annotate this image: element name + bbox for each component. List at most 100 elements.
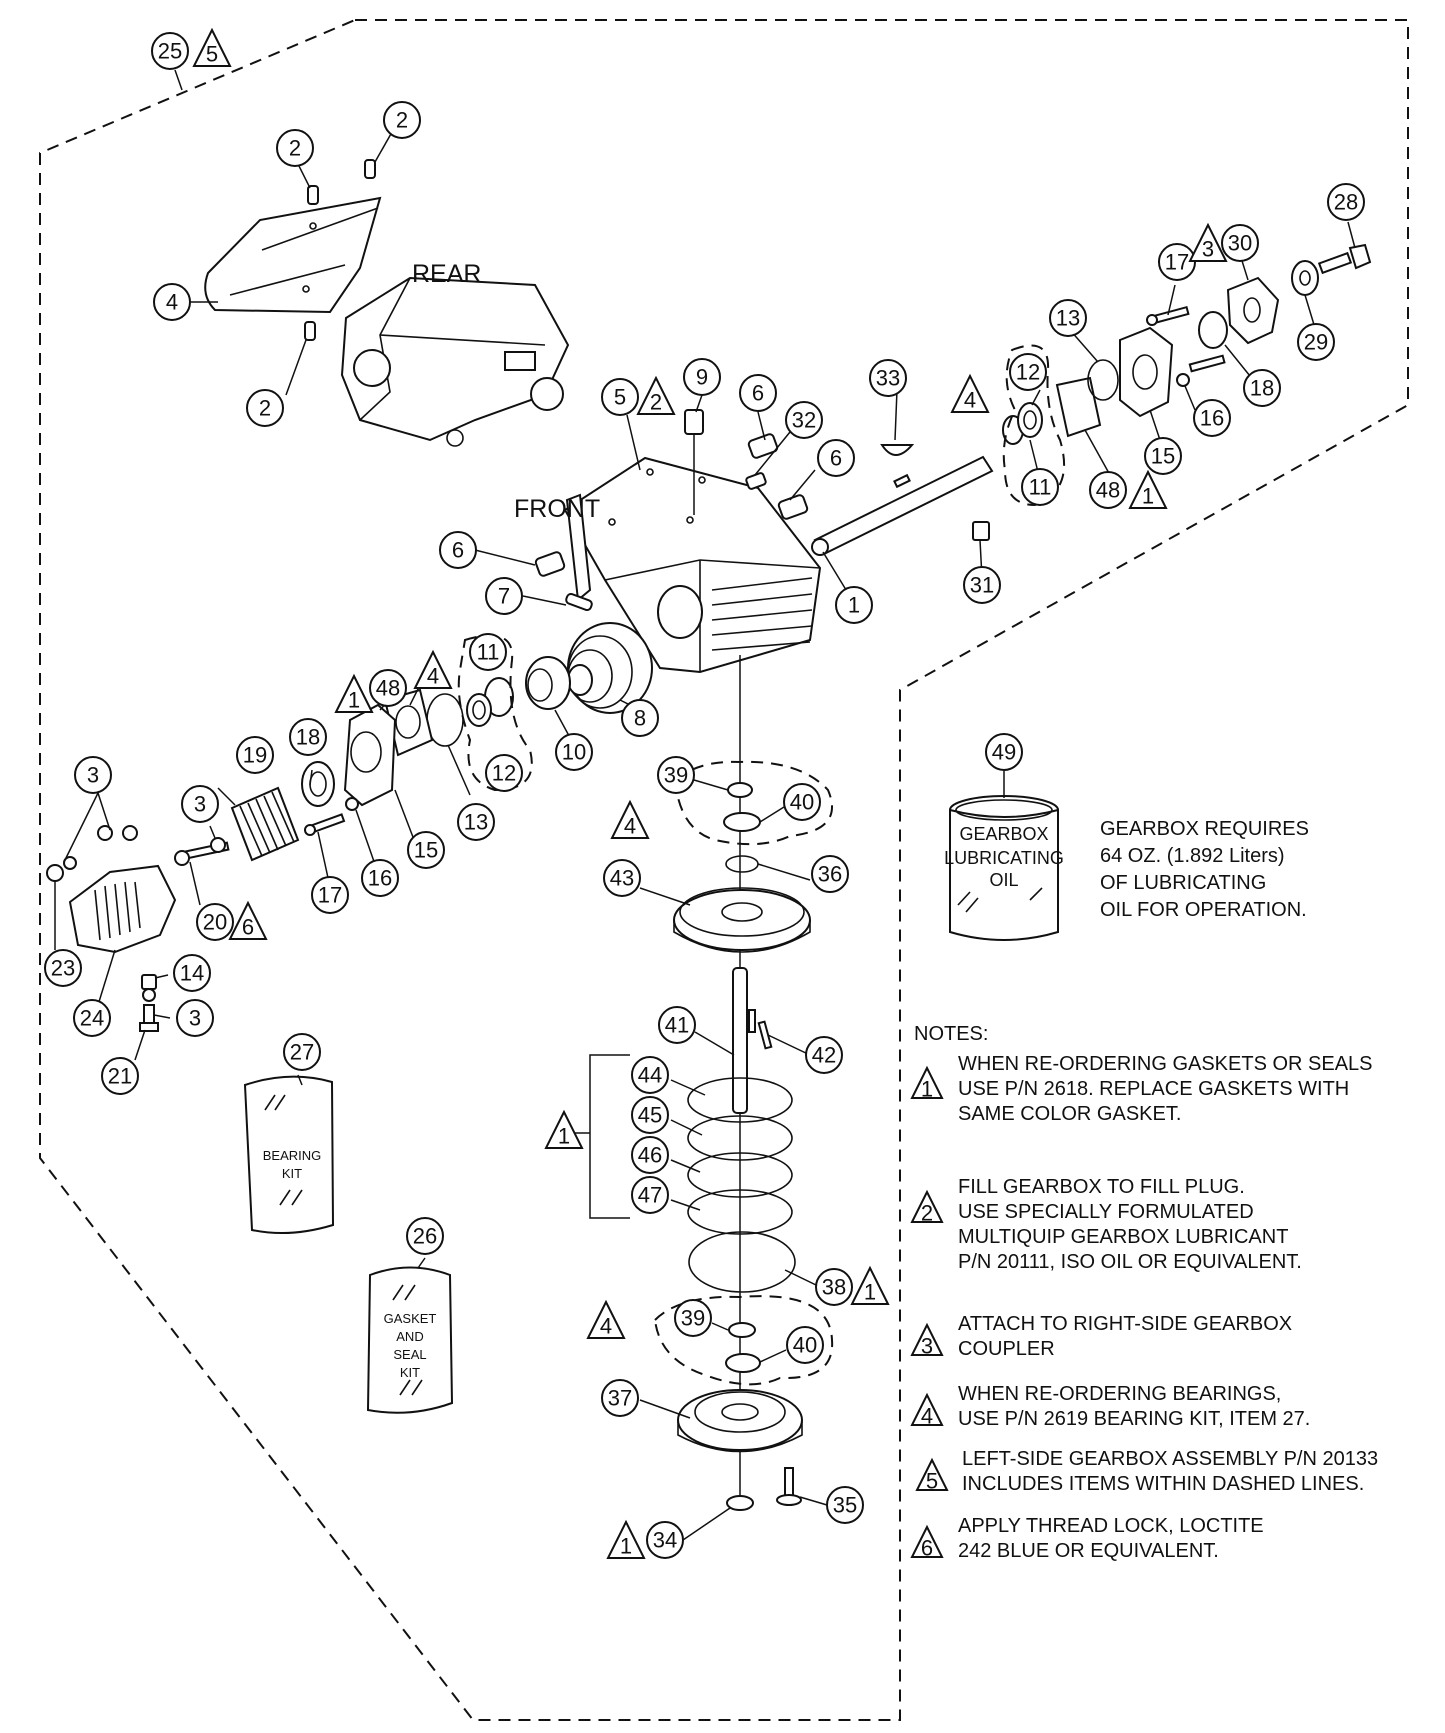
end-cap-part-15-left (343, 703, 397, 807)
callout-17-left: 17 (318, 883, 342, 908)
callout-23: 23 (51, 956, 75, 981)
callout-5: 5 (614, 385, 626, 410)
callout-3-top: 3 (87, 763, 99, 788)
callout-48-left: 48 (376, 676, 400, 701)
washer-part-16-left (345, 797, 359, 811)
triangle-note-1-seal: 1 (620, 1534, 632, 1559)
callout-18-right: 18 (1250, 376, 1274, 401)
svg-text:INCLUDES ITEMS WITHIN DASHED: INCLUDES ITEMS WITHIN DASHED LINES. (962, 1473, 1364, 1495)
callout-2-top-right: 2 (396, 108, 408, 133)
callout-13-left: 13 (464, 810, 488, 835)
svg-text:5: 5 (926, 1469, 938, 1494)
callout-43: 43 (610, 866, 634, 891)
key-part-31 (972, 521, 990, 541)
bolt-part-17-right (1146, 305, 1190, 326)
callout-26: 26 (413, 1224, 437, 1249)
bolt-part-17-left (304, 813, 346, 836)
callout-27: 27 (290, 1040, 314, 1065)
snap-ring-part-36 (725, 855, 759, 873)
callout-45: 45 (638, 1103, 662, 1128)
bearing-cone-left (466, 677, 514, 727)
svg-text:COUPLER: COUPLER (958, 1338, 1055, 1360)
triangle-note-1-right: 1 (1142, 484, 1154, 509)
triangle-note-3: 3 (1202, 237, 1214, 262)
callout-38: 38 (822, 1275, 846, 1300)
svg-text:242 BLUE OR EQUIVALENT.: 242 BLUE OR EQUIVALENT. (958, 1540, 1219, 1562)
bearing-kit-label-line2: KIT (282, 1166, 302, 1181)
triangle-note-2: 2 (650, 390, 662, 415)
callout-20: 20 (203, 910, 227, 935)
callout-33: 33 (876, 366, 900, 391)
bearing-cup-part-40-bottom (725, 1353, 761, 1373)
svg-text:USE P/N 2618. REPLACE GASKETS: USE P/N 2618. REPLACE GASKETS WITH (958, 1078, 1349, 1100)
callout-42: 42 (812, 1043, 836, 1068)
oil-can-label-line3: OIL (989, 870, 1018, 890)
callout-24: 24 (80, 1006, 104, 1031)
grease-fitting-part-2 (304, 159, 376, 341)
bolt-part-16-right (1176, 354, 1226, 387)
svg-text:FILL GEARBOX TO FILL PLUG.: FILL GEARBOX TO FILL PLUG. (958, 1176, 1245, 1198)
callout-6-front: 6 (452, 538, 464, 563)
triangle-note-1-oring: 1 (864, 1280, 876, 1305)
callout-40-bottom: 40 (793, 1333, 817, 1358)
callout-17-right: 17 (1165, 250, 1189, 275)
assembly-dashed-boundary (39, 19, 1409, 1721)
washer-part-29 (1291, 260, 1319, 296)
screw-part-35 (776, 1467, 802, 1506)
triangle-note-4-right: 4 (964, 388, 976, 413)
callout-12-left: 12 (492, 761, 516, 786)
note-3: 3 ATTACH TO RIGHT-SIDE GEARBOX COUPLER (910, 1313, 1292, 1360)
gear-part-43 (673, 887, 811, 953)
svg-text:2: 2 (921, 1201, 933, 1226)
rear-cover-part-4 (204, 196, 382, 314)
gasket-part-47 (687, 1189, 793, 1235)
callout-39-bottom: 39 (681, 1306, 705, 1331)
coupler-part-19 (230, 786, 300, 862)
gasket-part-44 (687, 1077, 793, 1123)
bearing-group-outline-bottom (653, 1295, 834, 1386)
oil-requirement-line4: OIL FOR OPERATION. (1100, 899, 1307, 921)
callout-3-bottom: 3 (189, 1006, 201, 1031)
callout-32: 32 (792, 408, 816, 433)
guard-part-24 (68, 864, 177, 954)
svg-text:SAME COLOR GASKET.: SAME COLOR GASKET. (958, 1103, 1181, 1125)
oil-can-label-line2: LUBRICATING (944, 848, 1064, 868)
plug-part-6-right (777, 494, 809, 520)
screw-part-28 (1317, 243, 1372, 275)
oil-can-label-line1: GEARBOX (959, 824, 1048, 844)
triangle-note-1-left: 1 (348, 688, 360, 713)
note-triangles: 5 2 4 1 6 3 4 1 4 1 1 4 1 (192, 27, 1228, 1559)
callout-11-right: 11 (1029, 475, 1052, 500)
oil-requirement-line1: GEARBOX REQUIRES (1100, 818, 1309, 840)
notes-title: NOTES: (914, 1023, 988, 1045)
note-1: 1 WHEN RE-ORDERING GASKETS OR SEALS USE … (910, 1053, 1373, 1125)
callout-3-middle: 3 (194, 792, 206, 817)
gasket-kit-label-line3: SEAL (393, 1347, 426, 1362)
svg-text:MULTIQUIP GEARBOX LUBRICANT: MULTIQUIP GEARBOX LUBRICANT (958, 1226, 1288, 1248)
callout-28: 28 (1334, 190, 1358, 215)
svg-text:LEFT-SIDE GEARBOX ASSEMBLY P/N: LEFT-SIDE GEARBOX ASSEMBLY P/N 20133 (962, 1448, 1378, 1470)
gasket-kit-label-line4: KIT (400, 1365, 420, 1380)
bearing-cup-part-40-top (723, 812, 761, 832)
callout-7: 7 (498, 584, 510, 609)
bearing-part-39-top (727, 782, 753, 798)
fill-plug-part-9 (684, 409, 704, 435)
gasket-group-bracket (589, 1054, 630, 1219)
key-part-42 (757, 1020, 773, 1050)
oil-requirement-line3: OF LUBRICATING (1100, 872, 1266, 894)
worm-gear-part-8 (567, 622, 653, 714)
bottom-cover-part-37 (677, 1389, 803, 1453)
seal-part-34 (726, 1495, 754, 1511)
bolt-part-21-nut-14 (139, 974, 159, 1032)
svg-text:ATTACH TO RIGHT-SIDE GEARBOX: ATTACH TO RIGHT-SIDE GEARBOX (958, 1313, 1292, 1335)
svg-text:P/N 20111, ISO OIL OR EQUIVALE: P/N 20111, ISO OIL OR EQUIVALENT. (958, 1251, 1302, 1273)
triangle-note-1-gaskets: 1 (558, 1124, 570, 1149)
note-5: 5 LEFT-SIDE GEARBOX ASSEMBLY P/N 20133 I… (915, 1448, 1378, 1495)
callout-15-right: 15 (1151, 444, 1175, 469)
note-4: 4 WHEN RE-ORDERING BEARINGS, USE P/N 261… (910, 1383, 1310, 1430)
callout-16-left: 16 (368, 866, 392, 891)
callout-11-left: 11 (477, 640, 500, 665)
callout-2-bottom: 2 (259, 396, 271, 421)
washer-part-3-left (210, 837, 226, 853)
pin-part-7 (565, 592, 593, 612)
